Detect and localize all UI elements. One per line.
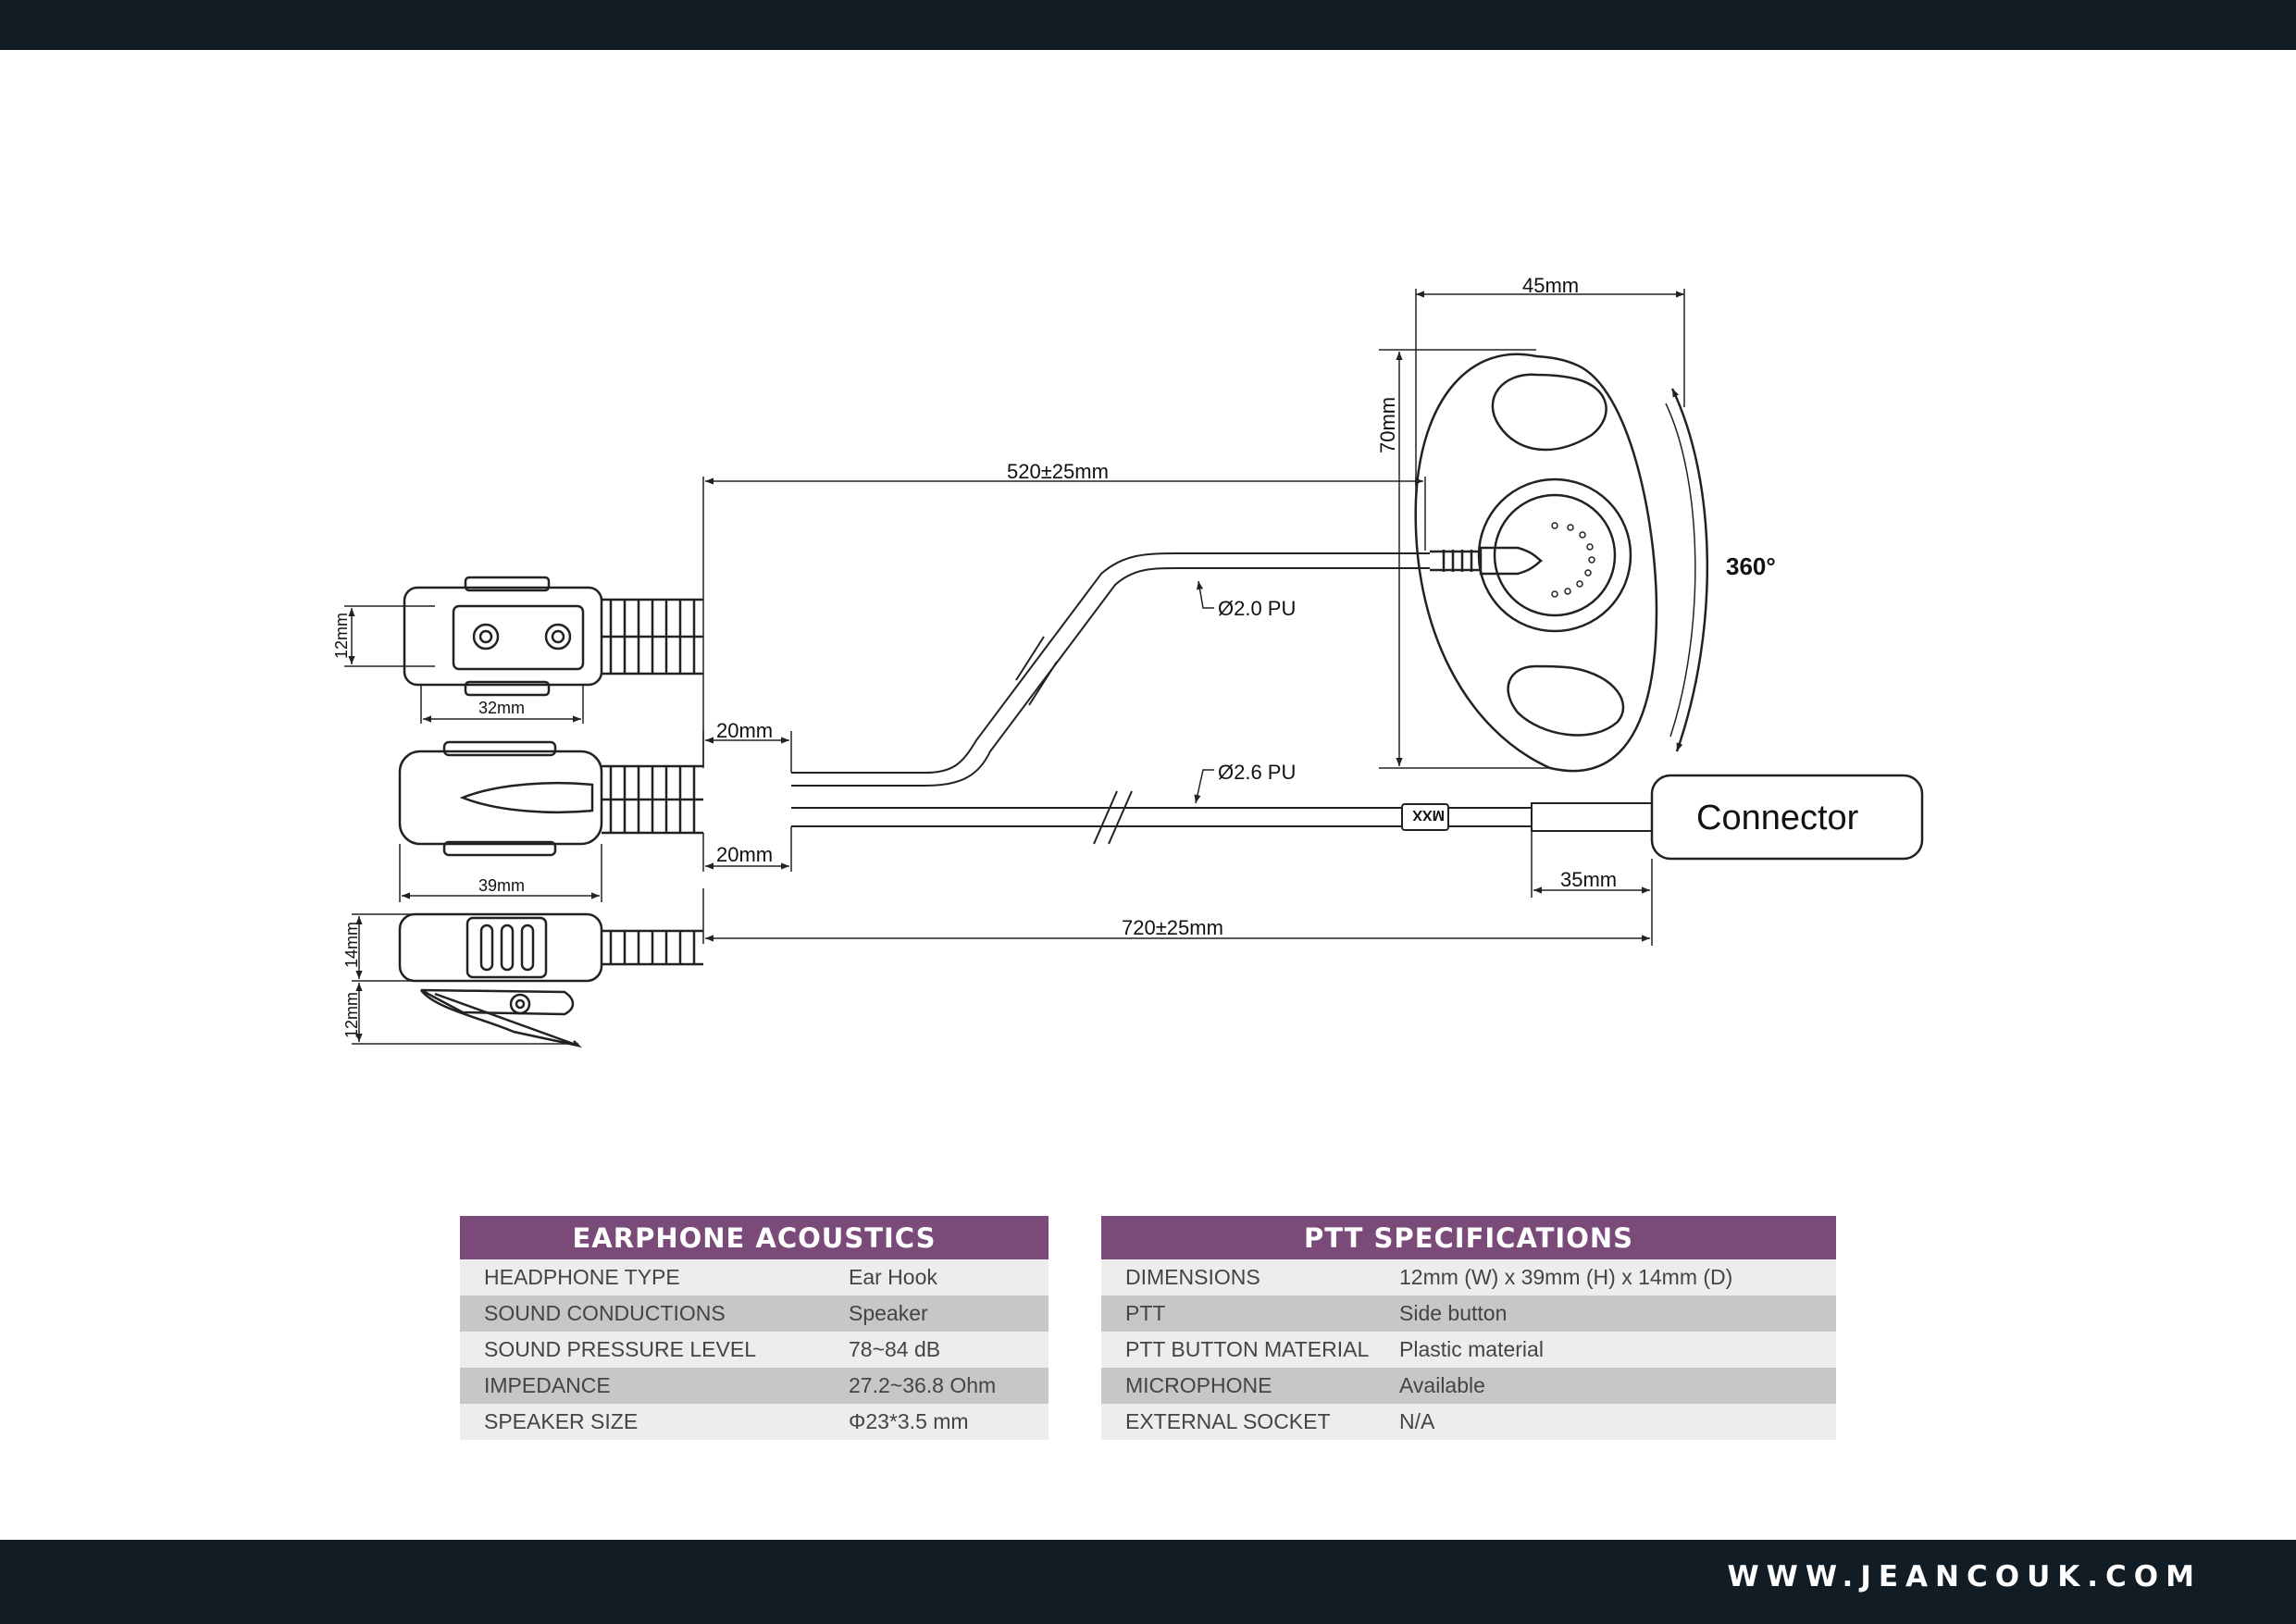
ptt-table-title: PTT SPECIFICATIONS xyxy=(1101,1216,1836,1259)
spec-label: SPEAKER SIZE xyxy=(460,1404,825,1440)
earhook-width-label: 45mm xyxy=(1522,274,1579,297)
connector-tail-label: 35mm xyxy=(1560,868,1617,891)
earhook xyxy=(1414,353,1658,773)
ptt-top-dims xyxy=(344,605,584,724)
spec-label: DIMENSIONS xyxy=(1101,1259,1375,1295)
earphone-table-title: EARPHONE ACOUSTICS xyxy=(460,1216,1049,1259)
table-row: SPEAKER SIZE Φ23*3.5 mm xyxy=(460,1404,1049,1440)
upper-cable-spec-label: Ø2.0 PU xyxy=(1218,597,1296,620)
table-row: PTT Side button xyxy=(1101,1295,1836,1332)
spec-value: 27.2~36.8 Ohm xyxy=(825,1368,1049,1404)
spec-label: SOUND PRESSURE LEVEL xyxy=(460,1332,825,1368)
table-row: EXTERNAL SOCKET N/A xyxy=(1101,1404,1836,1440)
spec-value: Plastic material xyxy=(1375,1332,1836,1368)
speaker-holes xyxy=(1551,522,1595,598)
ptt-side-view xyxy=(398,912,703,1048)
clip-height-label: 12mm xyxy=(342,992,361,1038)
spec-value: N/A xyxy=(1375,1404,1836,1440)
spec-value: Side button xyxy=(1375,1295,1836,1332)
spec-label: EXTERNAL SOCKET xyxy=(1101,1404,1375,1440)
spec-label: PTT xyxy=(1101,1295,1375,1332)
earhook-height-label: 70mm xyxy=(1376,397,1399,453)
table-row: DIMENSIONS 12mm (W) x 39mm (H) x 14mm (D… xyxy=(1101,1259,1836,1295)
ptt-side-dims xyxy=(352,913,578,1045)
spec-value: Ear Hook xyxy=(825,1259,1049,1295)
spec-label: SOUND CONDUCTIONS xyxy=(460,1295,825,1332)
table-row: HEADPHONE TYPE Ear Hook xyxy=(460,1259,1049,1295)
table-row: PTT BUTTON MATERIAL Plastic material xyxy=(1101,1332,1836,1368)
connector-box xyxy=(1650,774,1924,861)
connector-label: Connector xyxy=(1696,799,1859,837)
ptt-top-width-label: 32mm xyxy=(478,699,525,717)
cable-marker-label: MXX xyxy=(1412,807,1445,823)
ptt-front-width-label: 39mm xyxy=(478,876,525,895)
lower-cable-length-dim xyxy=(702,888,1650,944)
spec-label: PTT BUTTON MATERIAL xyxy=(1101,1332,1375,1368)
lower-cable-length-label: 720±25mm xyxy=(1122,916,1223,939)
ptt-top-height-label: 12mm xyxy=(332,613,351,659)
spec-value: Available xyxy=(1375,1368,1836,1404)
upper-cable-length-dim xyxy=(702,477,1426,768)
table-row: SOUND CONDUCTIONS Speaker xyxy=(460,1295,1049,1332)
table-row: SOUND PRESSURE LEVEL 78~84 dB xyxy=(460,1332,1049,1368)
spec-label: IMPEDANCE xyxy=(460,1368,825,1404)
earphone-acoustics-table: EARPHONE ACOUSTICS HEADPHONE TYPE Ear Ho… xyxy=(460,1216,1049,1440)
strain-relief-upper-label: 20mm xyxy=(716,719,773,742)
ptt-front-view xyxy=(398,740,703,857)
ptt-top-view xyxy=(403,576,703,697)
spec-label: HEADPHONE TYPE xyxy=(460,1259,825,1295)
spec-value: 12mm (W) x 39mm (H) x 14mm (D) xyxy=(1375,1259,1836,1295)
earhook-dimension-lines xyxy=(1379,289,1685,769)
spec-value: Speaker xyxy=(825,1295,1049,1332)
strain-relief-lower-label: 20mm xyxy=(716,843,773,866)
ptt-specifications-table: PTT SPECIFICATIONS DIMENSIONS 12mm (W) x… xyxy=(1101,1216,1836,1440)
website-link[interactable]: WWW.JEANCOUK.COM xyxy=(1727,1560,2202,1593)
lower-cable xyxy=(791,790,1653,845)
upper-cable xyxy=(791,552,1430,787)
spec-label: MICROPHONE xyxy=(1101,1368,1375,1404)
footer-bar: WWW.JEANCOUK.COM xyxy=(0,1540,2296,1624)
rotation-label: 360° xyxy=(1726,552,1776,580)
spec-value: Φ23*3.5 mm xyxy=(825,1404,1049,1440)
technical-drawing: 360° 45mm 70mm 520±25mm Ø2.0 PU MXX Ø2.6 xyxy=(332,274,1924,1048)
top-bar xyxy=(0,0,2296,50)
ptt-side-depth-label: 14mm xyxy=(342,922,361,968)
upper-cable-length-label: 520±25mm xyxy=(1007,460,1109,483)
rotation-arrow xyxy=(1670,388,1709,752)
table-row: IMPEDANCE 27.2~36.8 Ohm xyxy=(460,1368,1049,1404)
ptt-front-dims xyxy=(399,731,792,902)
upper-cable-callout xyxy=(1196,580,1214,609)
spec-value: 78~84 dB xyxy=(825,1332,1049,1368)
lower-cable-spec-label: Ø2.6 PU xyxy=(1218,761,1296,784)
lower-cable-callout xyxy=(1194,769,1214,804)
table-row: MICROPHONE Available xyxy=(1101,1368,1836,1404)
ear-tip xyxy=(1430,546,1544,576)
connector-tail-dim xyxy=(1531,831,1653,946)
